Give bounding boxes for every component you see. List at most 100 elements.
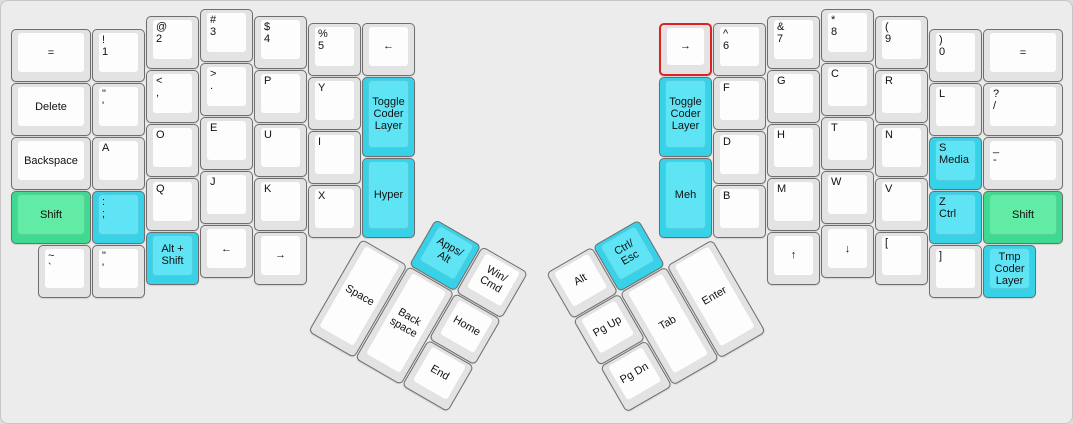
key-3[interactable]: #3	[200, 9, 253, 62]
key-left-arrow-bottom[interactable]: ←	[200, 225, 253, 278]
key-comma[interactable]: <,	[146, 69, 199, 123]
key-9[interactable]: (9	[875, 15, 928, 69]
key-j[interactable]: J	[200, 171, 253, 224]
key-down-arrow[interactable]: ↓	[821, 225, 874, 278]
key-legend: )	[939, 34, 943, 47]
key-legend: Meh	[674, 188, 697, 201]
key-colon-semicolon[interactable]: :;	[92, 191, 145, 245]
key-h[interactable]: H	[767, 123, 820, 177]
key-legend: ?	[993, 88, 1000, 101]
key-legend: !	[102, 34, 106, 47]
key-legend: 2	[156, 32, 163, 45]
key-r[interactable]: R	[875, 69, 928, 123]
key-shift-left[interactable]: Shift	[11, 191, 91, 245]
key-shift-right[interactable]: Shift	[983, 191, 1063, 245]
key-alt-shift[interactable]: Alt +Shift	[146, 231, 199, 285]
key-legend: Layer	[995, 274, 1024, 287]
key-c[interactable]: C	[821, 63, 874, 116]
key-6[interactable]: ^6	[713, 22, 766, 76]
key-legend: Alt +	[161, 243, 184, 256]
keycap-top: M	[773, 180, 814, 222]
key-v[interactable]: V	[875, 177, 928, 231]
key-legend: P	[264, 74, 272, 87]
key-u[interactable]: U	[254, 123, 307, 177]
key-right-arrow-bottom[interactable]: →	[254, 231, 307, 285]
keycap-top: ↓	[827, 228, 868, 269]
keycap-top: Shift	[17, 194, 85, 236]
key-legend: G	[777, 74, 786, 87]
key-backspace[interactable]: Backspace	[11, 137, 91, 191]
key-hyper[interactable]: Hyper	[362, 157, 415, 238]
key-left-bracket[interactable]: [	[875, 231, 928, 285]
keycap-top: W	[827, 174, 868, 215]
key-legend: 7	[777, 32, 784, 45]
key-legend: Toggle	[372, 95, 405, 108]
key-question-slash[interactable]: ?/	[983, 83, 1063, 137]
key-w[interactable]: W	[821, 171, 874, 224]
key-l[interactable]: L	[929, 83, 982, 137]
key-a[interactable]: A	[92, 137, 145, 191]
key-n[interactable]: N	[875, 123, 928, 177]
keycap-top: <,	[152, 72, 193, 114]
key-up-arrow[interactable]: ↑	[767, 231, 820, 285]
key-m[interactable]: M	[767, 177, 820, 231]
key-f[interactable]: F	[713, 76, 766, 130]
key-legend: @	[156, 20, 168, 33]
keycap-top: (9	[881, 18, 922, 60]
key-period[interactable]: >.	[200, 63, 253, 116]
key-legend: 0	[939, 46, 946, 59]
key-quote[interactable]: "'	[92, 83, 145, 137]
key-o[interactable]: O	[146, 123, 199, 177]
key-b[interactable]: B	[713, 184, 766, 238]
keycap-top: =	[17, 32, 85, 74]
key-legend: Delete	[35, 100, 67, 113]
key-quote-bottom[interactable]: "'	[92, 245, 145, 299]
key-d[interactable]: D	[713, 130, 766, 184]
key-k[interactable]: K	[254, 177, 307, 231]
key-4[interactable]: $4	[254, 15, 307, 69]
key-i[interactable]: I	[308, 130, 361, 184]
key-right-bracket[interactable]: ]	[929, 245, 982, 299]
key-g[interactable]: G	[767, 69, 820, 123]
key-5[interactable]: %5	[308, 22, 361, 76]
key-tilde-grave[interactable]: ~`	[38, 245, 91, 299]
key-delete[interactable]: Delete	[11, 83, 91, 137]
key-t[interactable]: T	[821, 117, 874, 170]
key-p[interactable]: P	[254, 69, 307, 123]
key-legend: ^	[723, 27, 729, 40]
key-2[interactable]: @2	[146, 15, 199, 69]
key-e[interactable]: E	[200, 117, 253, 170]
key-7[interactable]: &7	[767, 15, 820, 69]
key-legend: Shift	[39, 208, 62, 221]
key-legend: S	[939, 142, 947, 155]
key-x[interactable]: X	[308, 184, 361, 238]
key-legend: E	[210, 122, 218, 134]
key-legend: %	[318, 27, 328, 40]
key-underscore-minus[interactable]: _-	[983, 137, 1063, 191]
key-equals-right[interactable]: =	[983, 29, 1063, 83]
keycap-top: C	[827, 66, 868, 107]
key-meh[interactable]: Meh	[659, 157, 712, 238]
key-q[interactable]: Q	[146, 177, 199, 231]
key-1[interactable]: !1	[92, 29, 145, 83]
key-y[interactable]: Y	[308, 76, 361, 130]
keycap-top: Y	[314, 79, 355, 121]
key-legend: Tmp	[998, 250, 1021, 263]
key-legend: Backspace	[24, 154, 78, 167]
keycap-top: →	[666, 26, 705, 66]
key-right-arrow-top[interactable]: →	[659, 22, 712, 76]
key-8[interactable]: *8	[821, 9, 874, 62]
keycap-top: E	[206, 120, 247, 161]
key-equals-left[interactable]: =	[11, 29, 91, 83]
key-legend: _	[993, 142, 1000, 155]
key-left-arrow-top[interactable]: ←	[362, 22, 415, 76]
keycap-top: :;	[98, 194, 139, 236]
key-legend: Coder	[994, 262, 1025, 275]
key-0[interactable]: )0	[929, 29, 982, 83]
